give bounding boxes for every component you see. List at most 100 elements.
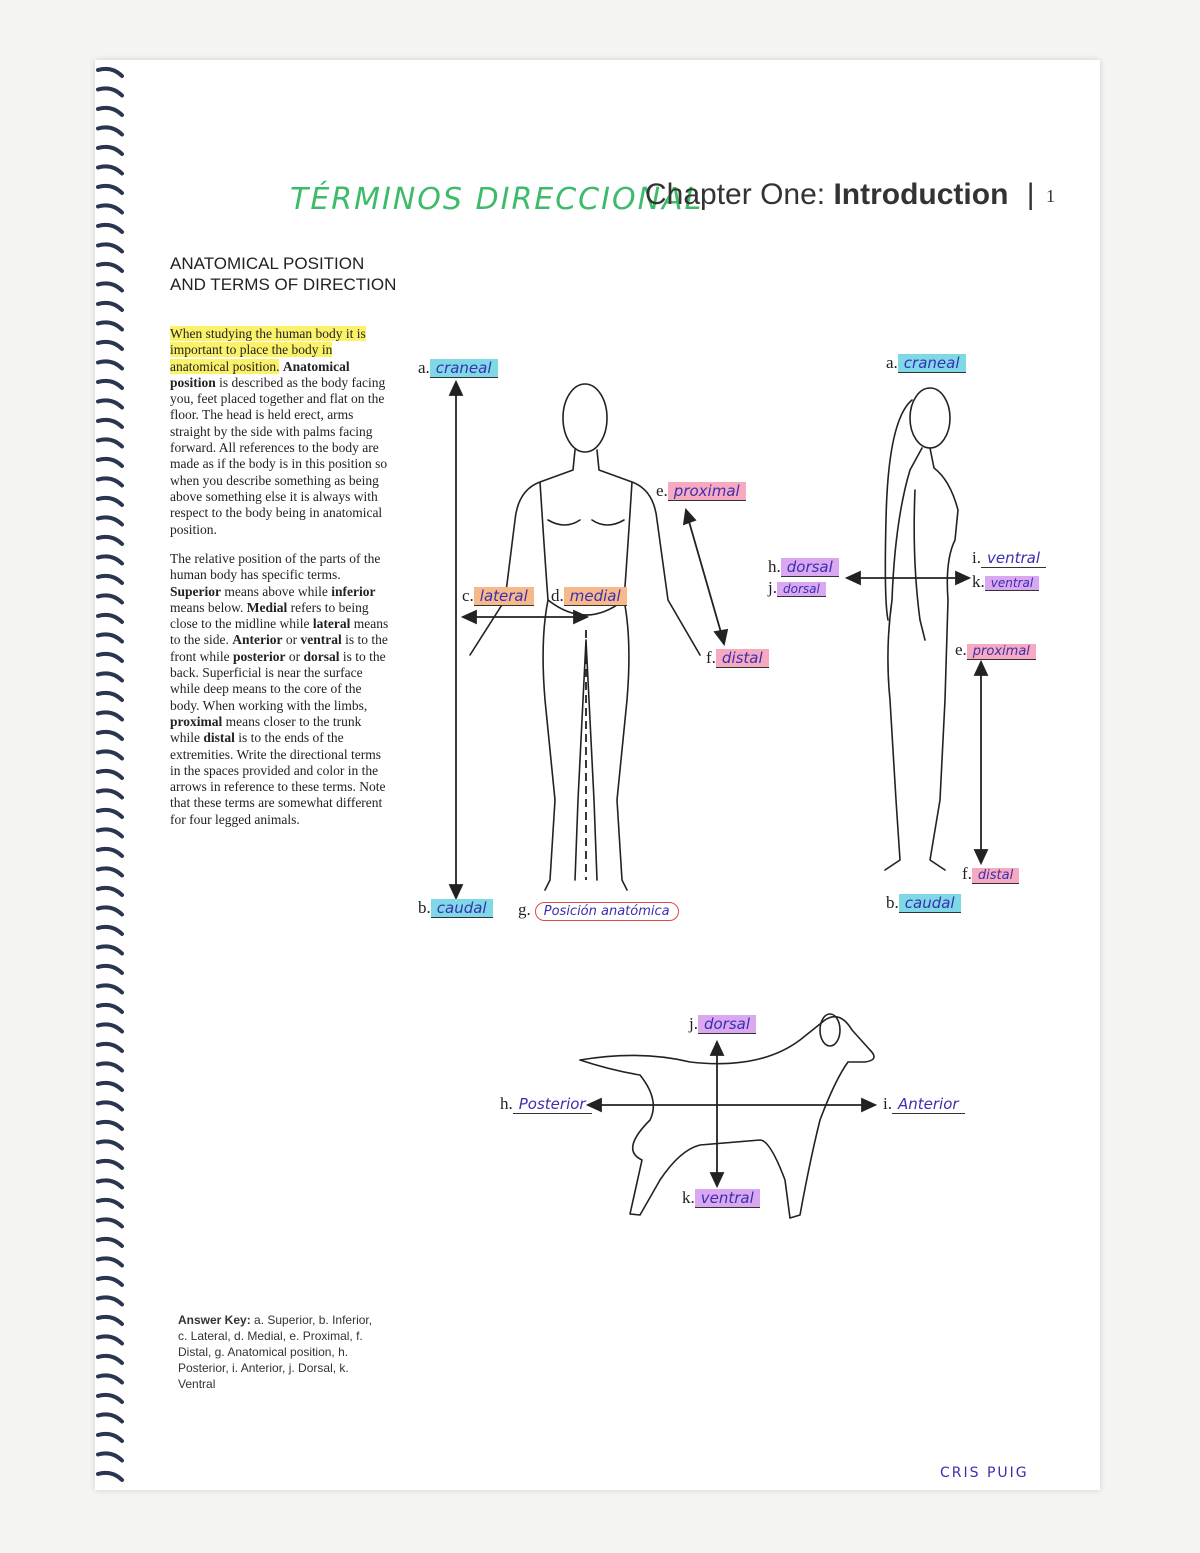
binding-ring — [96, 1178, 124, 1190]
binding-ring — [96, 203, 124, 215]
para2-segment: distal — [203, 730, 235, 746]
binding-ring — [96, 1314, 124, 1326]
answer-c-front[interactable]: lateral — [473, 587, 534, 606]
binding-ring — [96, 1061, 124, 1073]
label-h-side: h.dorsal — [768, 557, 839, 577]
binding-ring — [96, 1158, 124, 1170]
binding-ring — [96, 690, 124, 702]
answer-g-front[interactable]: Posición anatómica — [534, 902, 679, 921]
binding-ring — [96, 1412, 124, 1424]
para1-segment: Anatomical position — [170, 358, 350, 390]
label-f-side: f.distal — [962, 864, 1020, 884]
para2-segment: Medial — [246, 599, 288, 615]
binding-ring — [96, 437, 124, 449]
label-h-dog: h.Posterior — [500, 1094, 592, 1114]
binding-ring — [96, 515, 124, 527]
label-d-front: d.medial — [551, 586, 627, 606]
binding-ring — [96, 300, 124, 312]
paragraph-directional-terms: The relative position of the parts of th… — [170, 551, 392, 828]
label-e-front: e.proximal — [656, 481, 746, 501]
binding-ring — [96, 1353, 124, 1365]
binding-ring — [96, 729, 124, 741]
para2-segment: lateral — [312, 616, 351, 632]
binding-ring — [96, 242, 124, 254]
binding-ring — [96, 378, 124, 390]
binding-ring — [96, 339, 124, 351]
binding-ring — [96, 125, 124, 137]
binding-ring — [96, 846, 124, 858]
binding-ring — [96, 710, 124, 722]
binding-ring — [96, 788, 124, 800]
binding-ring — [96, 749, 124, 761]
answer-d-front[interactable]: medial — [563, 587, 627, 606]
label-k-dog: k.ventral — [682, 1188, 760, 1208]
binding-ring — [96, 924, 124, 936]
binding-ring — [96, 476, 124, 488]
spiral-binding — [96, 66, 124, 1482]
section-title: ANATOMICAL POSITION AND TERMS OF DIRECTI… — [170, 254, 397, 294]
binding-ring — [96, 320, 124, 332]
para2-segment: ventral — [300, 632, 342, 648]
binding-ring — [96, 1470, 124, 1482]
para2-segment: or — [282, 632, 301, 648]
answer-e-side[interactable]: proximal — [966, 644, 1036, 660]
answer-b-front[interactable]: caudal — [430, 899, 493, 918]
answer-k-side[interactable]: ventral — [984, 576, 1040, 591]
answer-f-front[interactable]: distal — [715, 649, 769, 668]
para2-segment: proximal — [170, 713, 223, 729]
para2-segment: is to the back. Superficial is near the … — [170, 648, 386, 713]
dog-figure — [579, 1013, 875, 1219]
para2-segment: is to the ends of the extremities. Write… — [170, 730, 386, 827]
chapter-heading: Chapter One: Introduction | — [645, 178, 1035, 211]
answer-a-side[interactable]: craneal — [897, 354, 966, 373]
binding-ring — [96, 261, 124, 273]
handwritten-title: TÉRMINOS DIRECCIONAL — [290, 182, 704, 217]
binding-ring — [96, 398, 124, 410]
binding-ring — [96, 281, 124, 293]
binding-ring — [96, 222, 124, 234]
binding-ring — [96, 554, 124, 566]
binding-ring — [96, 1197, 124, 1209]
answer-e-front[interactable]: proximal — [667, 482, 746, 501]
answer-k-dog[interactable]: ventral — [694, 1189, 760, 1208]
binding-ring — [96, 66, 124, 78]
para2-segment: Anterior — [232, 632, 283, 648]
binding-ring — [96, 86, 124, 98]
answer-j-side[interactable]: dorsal — [776, 582, 826, 597]
binding-ring — [96, 1275, 124, 1287]
label-a-front: a.craneal — [418, 358, 498, 378]
binding-ring — [96, 1431, 124, 1443]
para2-segment: means to the side. — [170, 616, 389, 648]
binding-ring — [96, 417, 124, 429]
binding-ring — [96, 1451, 124, 1463]
signature: CRIS PUIG — [940, 1465, 1029, 1481]
para2-segment: dorsal — [303, 648, 340, 664]
notebook-page — [95, 60, 1100, 1490]
answer-key: Answer Key: a. Superior, b. Inferior, c.… — [178, 1313, 373, 1391]
binding-ring — [96, 1041, 124, 1053]
binding-ring — [96, 1295, 124, 1307]
label-i-dog: i.Anterior — [883, 1094, 965, 1114]
binding-ring — [96, 144, 124, 156]
answer-i-side[interactable]: ventral — [980, 549, 1047, 568]
binding-ring — [96, 1139, 124, 1151]
front-human-figure — [469, 383, 701, 891]
binding-ring — [96, 885, 124, 897]
binding-ring — [96, 1392, 124, 1404]
label-k-side: k.ventral — [972, 572, 1040, 592]
answer-a-front[interactable]: craneal — [429, 359, 498, 378]
answer-i-dog[interactable]: Anterior — [891, 1095, 965, 1114]
binding-ring — [96, 827, 124, 839]
answer-h-dog[interactable]: Posterior — [512, 1095, 592, 1114]
para2-segment: means above while — [221, 583, 332, 599]
binding-ring — [96, 963, 124, 975]
answer-j-dog[interactable]: dorsal — [697, 1015, 757, 1034]
answer-f-side[interactable]: distal — [971, 868, 1020, 884]
para2-segment: or — [285, 648, 304, 664]
answer-h-side[interactable]: dorsal — [780, 558, 839, 577]
answer-b-side[interactable]: caudal — [898, 894, 961, 913]
binding-ring — [96, 1373, 124, 1385]
binding-ring — [96, 651, 124, 663]
binding-ring — [96, 573, 124, 585]
